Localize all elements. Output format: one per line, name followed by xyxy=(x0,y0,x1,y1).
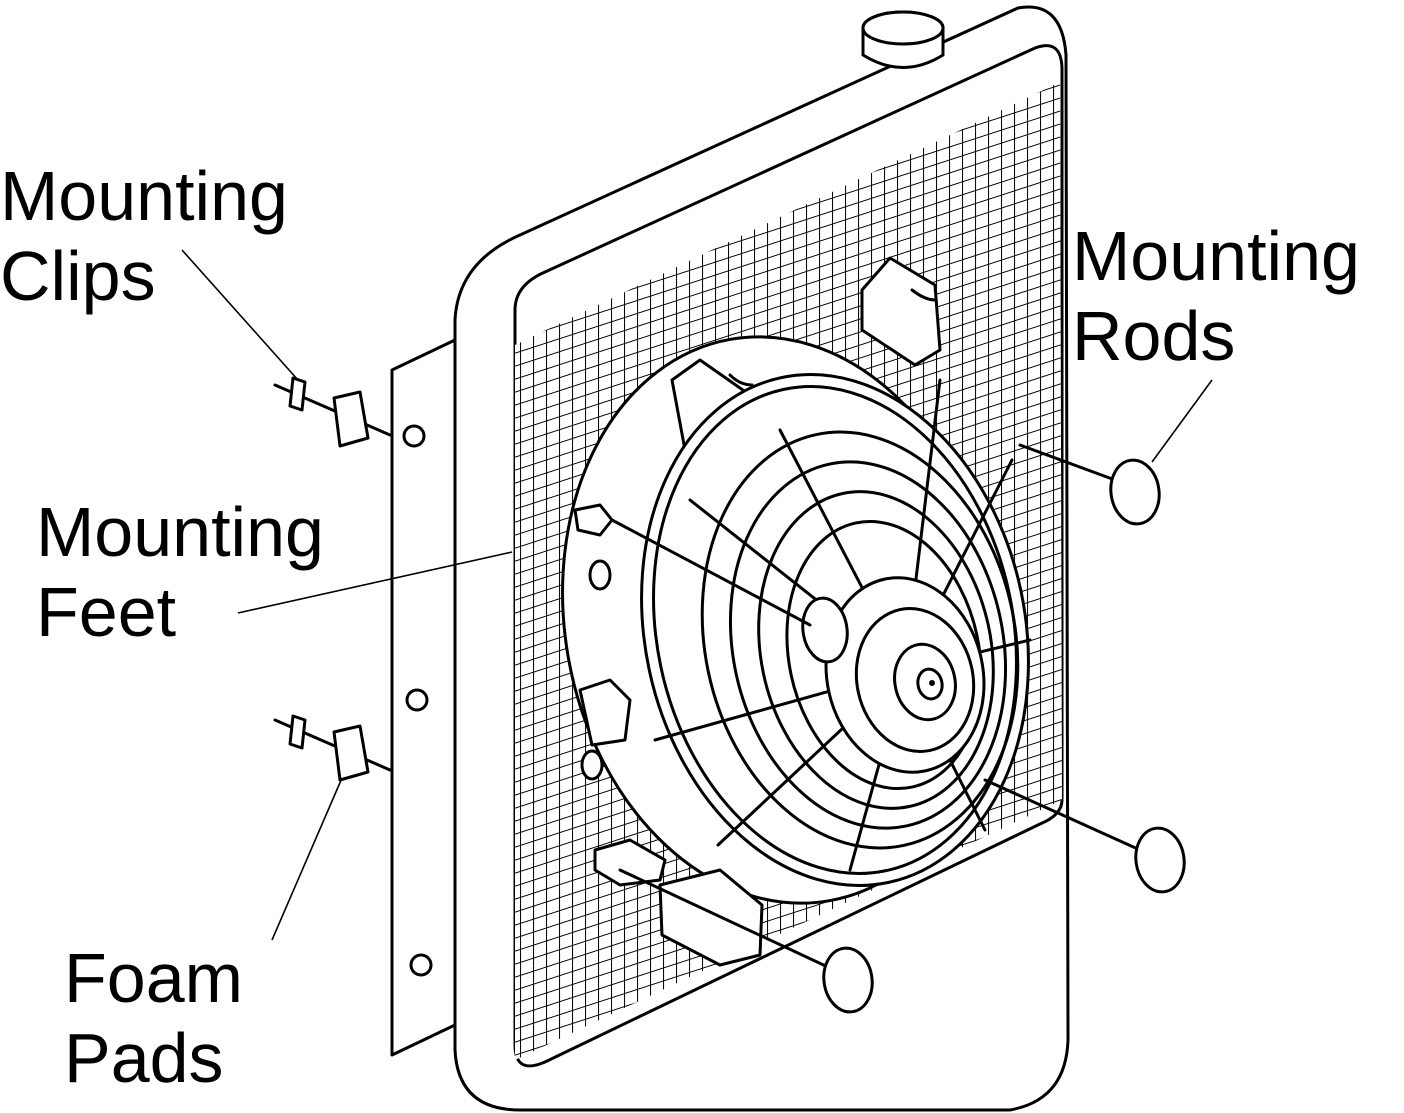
rod-end-lower-right xyxy=(1134,826,1186,894)
bracket-hole-bottom xyxy=(409,953,433,977)
mounting-clip-upper xyxy=(288,376,307,412)
label-foam-pads-line2: Pads xyxy=(64,1019,224,1097)
leader-mounting-clips xyxy=(181,249,299,381)
leader-mounting-feet xyxy=(237,551,513,614)
leader-foam-pads xyxy=(271,777,343,941)
label-foam-pads: Foam Pads xyxy=(64,939,243,1097)
foam-pad-upper xyxy=(332,390,370,448)
mounting-foot-lower xyxy=(593,838,667,887)
bracket-hole-top xyxy=(402,424,426,448)
label-mounting-clips: Mounting Clips xyxy=(0,157,288,315)
clips-and-pads xyxy=(273,376,392,782)
label-mounting-feet-line1: Mounting xyxy=(36,493,324,571)
shroud-tab-bottom xyxy=(658,868,764,967)
label-mounting-feet: Mounting Feet xyxy=(36,493,324,651)
mounting-clip-lower xyxy=(288,714,307,750)
radiator-cap-icon xyxy=(861,10,945,69)
fan-assembly xyxy=(561,256,1032,967)
label-foam-pads-line1: Foam xyxy=(64,939,243,1017)
fan-guard-rings xyxy=(700,430,1020,850)
shroud-tab-top xyxy=(860,256,942,367)
leader-mounting-rods xyxy=(1151,379,1213,463)
label-mounting-clips-line1: Mounting xyxy=(0,157,288,235)
label-mounting-clips-line2: Clips xyxy=(0,237,156,315)
fan-hub-icon xyxy=(824,576,986,774)
bracket-hole-middle xyxy=(405,688,429,712)
foam-pad-lower xyxy=(332,724,370,782)
shroud-tab-left xyxy=(578,678,632,747)
label-mounting-rods-line1: Mounting xyxy=(1072,217,1360,295)
label-mounting-feet-line2: Feet xyxy=(36,573,176,651)
leader-lines xyxy=(181,249,1213,941)
rod-end-upper-right xyxy=(1109,458,1161,526)
label-mounting-rods-line2: Rods xyxy=(1072,297,1235,375)
mounting-rods xyxy=(610,443,1186,1014)
rod-end-bottom xyxy=(822,946,874,1014)
label-mounting-rods: Mounting Rods xyxy=(1072,217,1360,375)
side-bracket xyxy=(390,338,457,1057)
mounting-foot-upper xyxy=(573,503,614,537)
